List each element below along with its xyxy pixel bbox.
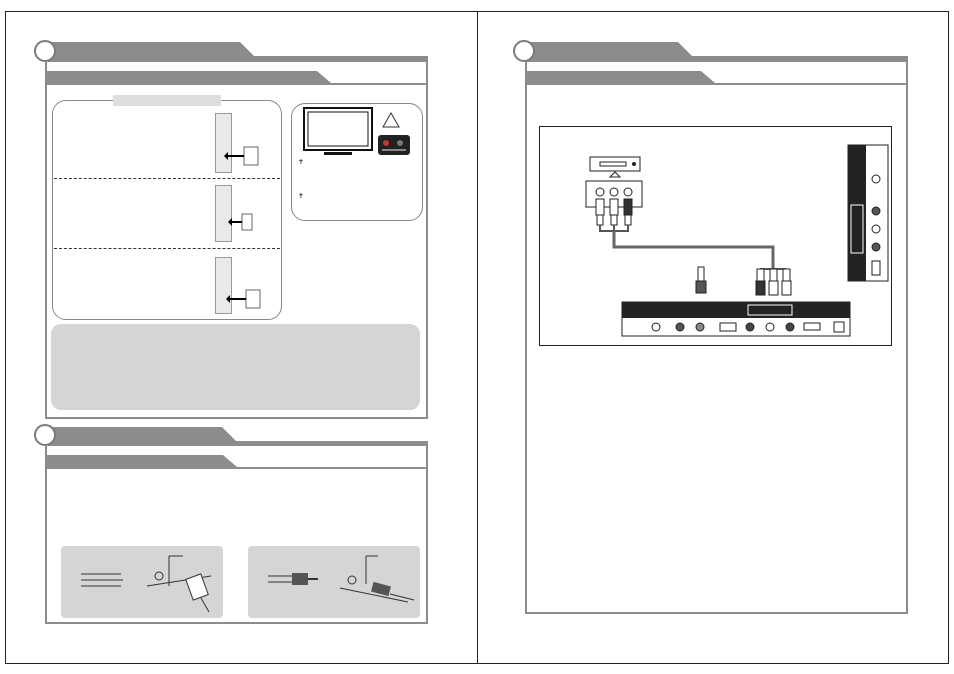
section-2-header (36, 425, 428, 451)
section-1-tab-shape (48, 42, 428, 62)
right-section-subheader (527, 71, 907, 87)
note-box (51, 324, 420, 410)
step-divider-2 (54, 248, 280, 249)
section-2-number-circle (34, 424, 56, 446)
section-2-subheader (47, 455, 427, 471)
connection-diagram-svg (585, 144, 889, 337)
tv-back-panel (621, 301, 851, 337)
rca-plugs-tv (755, 268, 792, 296)
rca-plugs-source (595, 198, 633, 226)
battery-arrow-1 (224, 145, 266, 172)
battery-box-title-bar (113, 95, 221, 106)
tv-panel-bullet-2: ✝ (298, 192, 304, 200)
coax-connector (695, 266, 707, 294)
section-1-number-circle (34, 40, 56, 62)
battery-arrow-2 (228, 212, 262, 237)
tv-panel-bullet-1: ✝ (298, 158, 304, 166)
right-section-number-circle (513, 40, 535, 62)
tv-control-panel (378, 135, 410, 155)
right-page (477, 11, 949, 664)
av-source-device (585, 156, 643, 208)
step-divider-1 (54, 178, 280, 179)
remote-illustration-2 (215, 185, 232, 242)
tv-panel-box (291, 103, 423, 221)
tv-side-panel (847, 144, 889, 282)
connection-diagram (539, 126, 892, 346)
antenna-flat-cable-box (61, 546, 223, 618)
warning-triangle-icon (382, 111, 400, 133)
section-1-header (36, 40, 428, 66)
right-section-header (514, 40, 908, 66)
tv-illustration (302, 106, 374, 165)
bullet-mark-1: ✝ (298, 159, 304, 166)
battery-install-box (52, 100, 282, 320)
antenna-coax-cable-box (248, 546, 420, 618)
bullet-mark-2: ✝ (298, 193, 304, 200)
section-1-subheader (47, 71, 427, 87)
battery-arrow-3 (226, 288, 266, 315)
